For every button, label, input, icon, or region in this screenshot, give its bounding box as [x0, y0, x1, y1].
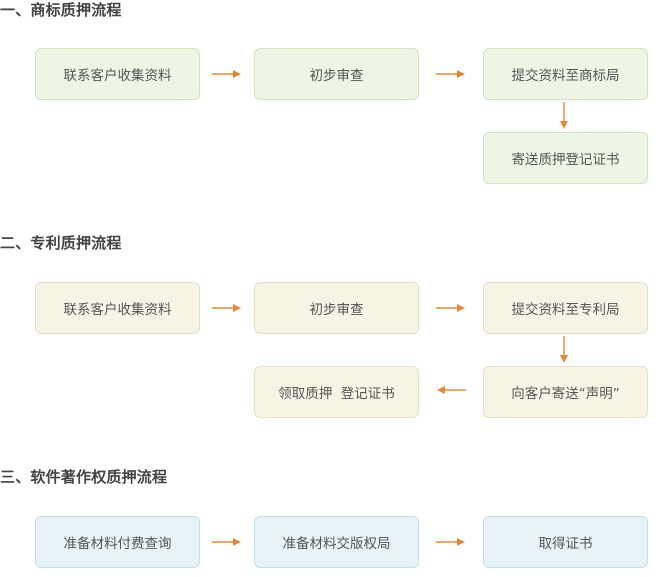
arrow-left-icon [437, 386, 466, 394]
trademark-step-send-certificate: 寄送质押登记证书 [483, 132, 648, 184]
patent-step-send-statement: 向客户寄送“声明” [483, 366, 648, 418]
arrow-right-icon [436, 70, 465, 78]
arrow-right-icon [436, 304, 465, 312]
patent-step-submit-to-office: 提交资料至专利局 [483, 282, 648, 334]
trademark-step-submit-to-office: 提交资料至商标局 [483, 48, 648, 100]
software-step-submit-to-copyright-office: 准备材料交版权局 [254, 516, 419, 568]
arrow-down-icon [560, 336, 568, 363]
arrow-right-icon [436, 538, 465, 546]
section-title-trademark: 一、商标质押流程 [0, 1, 122, 19]
arrow-right-icon [212, 304, 241, 312]
software-step-prepare-and-query: 准备材料付费查询 [35, 516, 200, 568]
section-title-patent: 二、专利质押流程 [0, 234, 122, 252]
arrow-right-icon [212, 70, 241, 78]
arrow-right-icon [212, 538, 241, 546]
trademark-step-collect-materials: 联系客户收集资料 [35, 48, 200, 100]
patent-step-collect-certificate: 领取质押 登记证书 [254, 366, 419, 418]
section-title-software-copyright: 三、软件著作权质押流程 [0, 468, 168, 486]
software-step-obtain-certificate: 取得证书 [483, 516, 648, 568]
patent-step-collect-materials: 联系客户收集资料 [35, 282, 200, 334]
patent-step-preliminary-review: 初步审查 [254, 282, 419, 334]
arrow-down-icon [560, 102, 568, 129]
trademark-step-preliminary-review: 初步审查 [254, 48, 419, 100]
